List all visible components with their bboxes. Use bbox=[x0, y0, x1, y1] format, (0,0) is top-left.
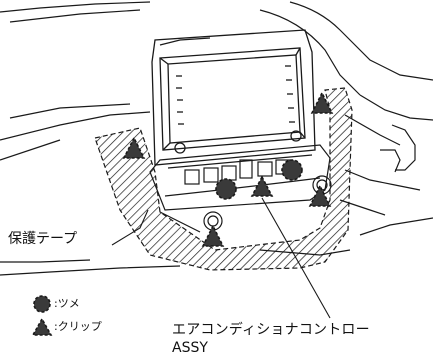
legend-clip-label: :クリップ bbox=[54, 320, 102, 333]
leader-lines bbox=[111, 197, 331, 319]
dashboard-outline bbox=[0, 1, 433, 276]
claw-markers bbox=[215, 159, 303, 200]
protective-tape-label: 保護テープ bbox=[8, 231, 78, 247]
clip-icon bbox=[250, 175, 274, 197]
legend-claw-icon bbox=[33, 295, 51, 313]
clip-icon bbox=[122, 136, 146, 159]
clip-icon bbox=[201, 224, 225, 247]
ac-control-assy-label-line1: エアコンディショナコントロー bbox=[172, 322, 370, 338]
display-unit bbox=[151, 29, 316, 166]
claw-icon bbox=[215, 178, 237, 200]
claw-icon bbox=[281, 159, 303, 181]
protective-tape-band bbox=[94, 87, 353, 271]
clip-icon bbox=[308, 184, 332, 207]
legend-claw-label: :ツメ bbox=[54, 297, 80, 310]
clip-markers bbox=[122, 91, 334, 247]
legend-clip-icon bbox=[31, 317, 53, 336]
ac-control-panel bbox=[149, 144, 332, 233]
clip-icon bbox=[310, 91, 334, 114]
legend-symbols bbox=[31, 295, 53, 336]
ac-control-assy-label-line2: ASSY bbox=[172, 340, 208, 356]
